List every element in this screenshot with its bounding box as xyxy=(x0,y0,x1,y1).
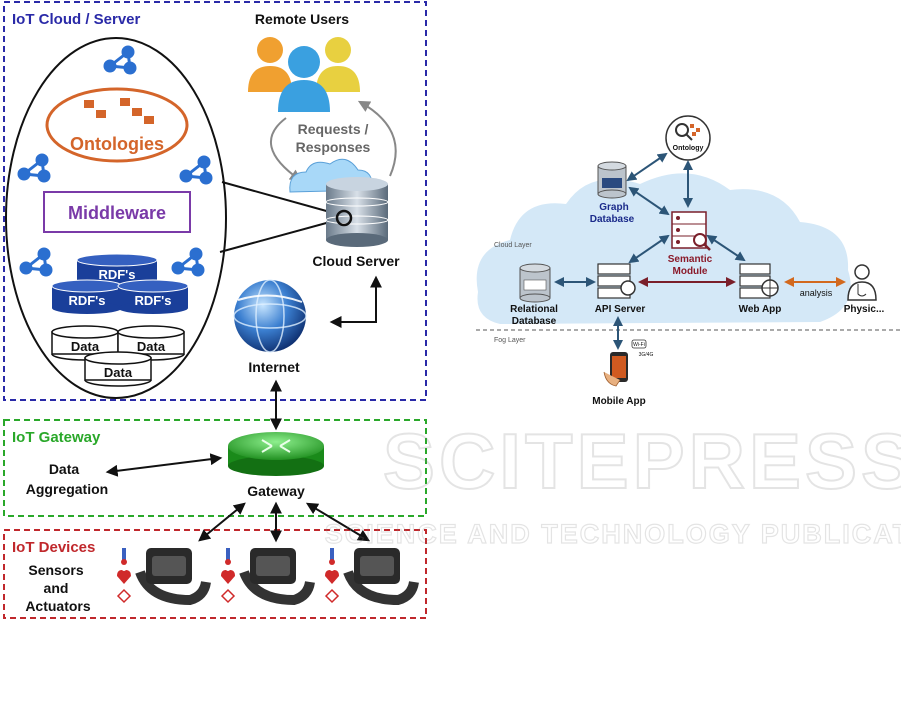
semantic-module-label: Semantic xyxy=(668,254,713,265)
ontologies-label: Ontologies xyxy=(70,134,164,154)
internet-label: Internet xyxy=(248,359,300,375)
data-aggregation-label: Aggregation xyxy=(26,481,108,497)
semantic-api-arrow xyxy=(628,234,670,264)
cloud-section-frame xyxy=(3,1,427,401)
responses-label: Responses xyxy=(296,139,371,155)
rdf-label: RDF's xyxy=(98,267,135,282)
network-node-icon xyxy=(179,155,213,185)
ontology-label: Ontology xyxy=(673,145,704,152)
wristband-device-icon xyxy=(343,548,419,606)
aggregation-arrow xyxy=(105,453,223,477)
remote-users-label: Remote Users xyxy=(255,11,349,27)
internet-server-arrow xyxy=(329,275,382,328)
api-server-icon xyxy=(597,263,636,299)
graph-database-label: Database xyxy=(590,214,635,225)
data-label: Data xyxy=(104,365,133,380)
wifi-badge-label: Wi-Fi xyxy=(633,342,645,348)
sensors-label: Actuators xyxy=(25,598,91,614)
mobile-phone-icon xyxy=(603,352,628,387)
network-node-icon xyxy=(17,153,51,183)
rdf-label: RDF's xyxy=(68,293,105,308)
network-node-icon xyxy=(103,45,137,75)
relational-database-label: Relational xyxy=(510,304,558,315)
relational-database-icon xyxy=(519,263,551,303)
middleware-label: Middleware xyxy=(68,203,166,223)
api-server-label: API Server xyxy=(595,304,646,315)
web-app-icon xyxy=(739,263,779,299)
connector-line xyxy=(219,221,331,253)
rdf-cylinder: RDF's xyxy=(51,279,123,314)
semantic-module-icon xyxy=(671,211,711,251)
network-badge-label: 3G/4G xyxy=(639,352,654,358)
device-arrow xyxy=(305,502,371,542)
gateway-router-icon xyxy=(228,432,324,476)
data-label: Data xyxy=(137,339,166,354)
mobile-app-label: Mobile App xyxy=(592,396,646,407)
rdf-label: RDF's xyxy=(134,293,171,308)
data-store: Data Data Data xyxy=(51,325,185,387)
network-badge-icon: Wi-Fi 3G/4G xyxy=(631,339,654,358)
graph-database-icon xyxy=(597,161,627,199)
request-arrow xyxy=(269,117,302,182)
cloud-server-label: Cloud Server xyxy=(312,253,400,269)
response-arrow xyxy=(357,100,397,177)
physician-icon xyxy=(847,264,877,301)
wristband-device-icon xyxy=(239,548,315,606)
fog-layer-label: Fog Layer xyxy=(494,337,526,344)
sensors-label: Sensors xyxy=(28,562,83,578)
wristband-device-icon xyxy=(135,548,211,606)
watermark: SCITEPRESS SCIENCE AND TECHNOLOGY PUBLIC… xyxy=(324,416,901,550)
cloud-layer-label: Cloud Layer xyxy=(494,242,532,249)
sensor-icons xyxy=(116,548,340,604)
internet-globe-icon xyxy=(233,279,307,353)
watermark-title: SCITEPRESS xyxy=(383,417,901,505)
connector-line xyxy=(221,181,331,213)
data-cylinder: Data xyxy=(84,351,152,387)
relational-database-label: Database xyxy=(512,316,557,327)
semantic-webapp-arrow xyxy=(706,234,746,262)
graph-database-label: Graph xyxy=(599,202,628,213)
graphdb-semantic-arrow xyxy=(628,186,670,216)
analysis-label: analysis xyxy=(800,288,833,298)
devices-section-label: IoT Devices xyxy=(12,539,95,556)
data-aggregation-label: Data xyxy=(49,461,80,477)
gateway-label: Gateway xyxy=(247,483,305,499)
watermark-subtitle: SCIENCE AND TECHNOLOGY PUBLICATIONS xyxy=(325,519,901,549)
device-arrow xyxy=(198,502,246,542)
graphdb-ontology-arrow xyxy=(626,152,668,182)
remote-users-icon xyxy=(248,37,360,112)
gateway-section-label: IoT Gateway xyxy=(12,429,101,446)
network-node-icon xyxy=(171,247,205,277)
network-node-icon xyxy=(19,247,53,277)
gateway-section-frame xyxy=(3,419,427,517)
ontologies-node: Ontologies xyxy=(45,87,189,163)
semantic-module-label: Module xyxy=(673,266,708,277)
middleware-node: Middleware xyxy=(43,191,191,233)
physician-label: Physic... xyxy=(844,304,885,315)
web-app-label: Web App xyxy=(739,304,782,315)
sensors-label: and xyxy=(44,580,69,596)
data-cylinder: Data xyxy=(117,325,185,361)
cloud-server-icon xyxy=(289,158,389,247)
ontology-node: Ontology xyxy=(665,115,711,161)
rdf-cylinder: RDF's xyxy=(117,279,189,314)
cloud-section-label: IoT Cloud / Server xyxy=(12,11,141,28)
requests-label: Requests / xyxy=(298,121,369,137)
data-label: Data xyxy=(71,339,100,354)
rdf-store: RDF's RDF's RDF's xyxy=(51,253,189,314)
